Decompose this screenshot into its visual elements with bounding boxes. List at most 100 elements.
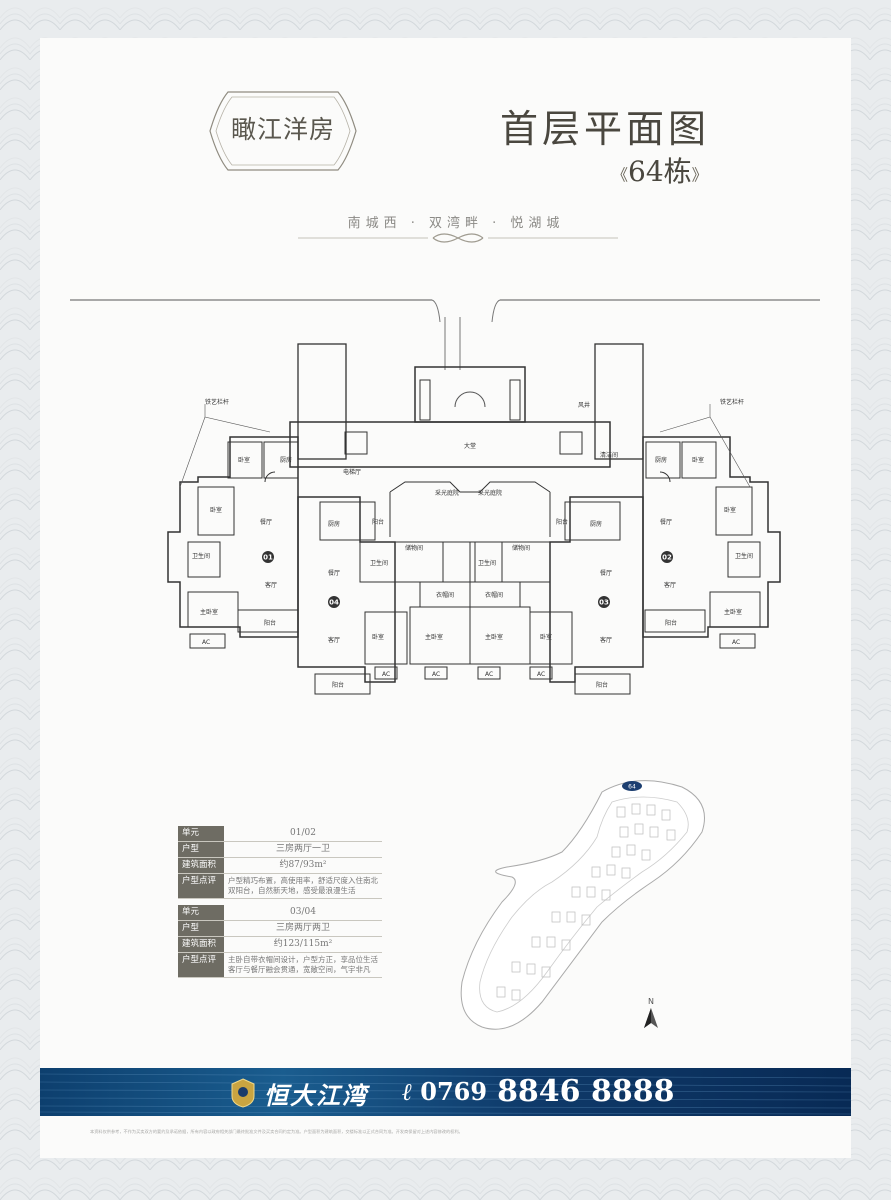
brand-logo: 恒大江湾 (230, 1073, 368, 1113)
tagline: 南城西 · 双湾畔 · 悦湖城 (347, 216, 565, 231)
label-ac-04a: AC (382, 671, 390, 678)
label-patio-left: 采光庭院 (435, 489, 459, 497)
label-bedroom-03: 卧室 (540, 633, 552, 641)
label-balcony-03: 阳台 (596, 681, 608, 689)
unit-04-number: 04 (329, 599, 339, 607)
label-balcony-04: 阳台 (332, 681, 344, 689)
ornament-right: 》 (691, 165, 708, 185)
row-label: 单元 (178, 826, 224, 841)
disclaimer-text: 本资料仅供参考，不作为买卖双方的要约及承诺依据，所有内容以政府相关部门最终批准文… (90, 1129, 463, 1134)
railing-label-left: 铁艺栏杆 (205, 398, 229, 406)
row-label: 建筑面积 (178, 937, 224, 952)
label-elevator-hall: 电梯厅 (343, 468, 361, 476)
label-balcony-02: 阳台 (665, 619, 677, 627)
row-value: 主卧自带衣帽间设计，户型方正，享品位生活客厅与餐厅融会贯通，宽敞空间，气宇非凡 (228, 955, 378, 974)
label-dining-02: 餐厅 (660, 518, 672, 526)
label-balcony-01: 阳台 (264, 619, 276, 627)
label-living-01: 客厅 (265, 581, 277, 589)
label-cleaning: 清洁间 (600, 451, 618, 459)
label-ac-01: AC (202, 639, 210, 646)
row-label: 户型 (178, 921, 224, 936)
label-bath-02: 卫生间 (735, 552, 753, 560)
label-kitchen-03: 厨房 (590, 520, 602, 528)
label-living-02: 客厅 (664, 581, 676, 589)
north-label: N (648, 997, 654, 1006)
area-code: 0769 (420, 1077, 488, 1106)
railing-label-right: 铁艺栏杆 (720, 398, 744, 406)
unit-block-0102: 单元 01/02 户型三房两厅一卫 建筑面积 约87/93m² 户型点评户型精巧布置… (178, 826, 382, 899)
label-ac-04b: AC (432, 671, 440, 678)
label-dining-01: 餐厅 (260, 518, 272, 526)
table-row: 户型三房两厅一卫 (178, 842, 382, 858)
label-living-03: 客厅 (600, 636, 612, 644)
label-wind-well: 风井 (578, 401, 590, 409)
logo-text: 瞰江洋房 (230, 115, 335, 144)
label-storage-03: 储物间 (512, 544, 530, 552)
label-bedroom-02a: 卧室 (692, 456, 704, 464)
label-kitchen-04: 厨房 (328, 520, 340, 528)
unit-01-number: 01 (263, 554, 273, 562)
phone-icon: ℓ (402, 1076, 413, 1106)
row-value: 三房两厅一卫 (275, 844, 330, 854)
brand-name: 恒大江湾 (264, 1080, 368, 1110)
label-ac-03a: AC (485, 671, 493, 678)
table-row: 建筑面积 约87/93m² (178, 858, 382, 874)
row-value: 约87/93m² (279, 860, 327, 870)
floor-plan: 01 04 03 02 铁艺栏杆 铁艺栏杆 大堂 电梯厅 风井 清洁间 采光庭院… (70, 299, 820, 695)
table-row: 户型点评主卧自带衣帽间设计，户型方正，享品位生活客厅与餐厅融会贯通，宽敞空间，气… (178, 953, 382, 978)
row-label: 户型点评 (178, 874, 224, 898)
label-balcony-04a: 阳台 (372, 518, 384, 526)
label-patio-right: 采光庭院 (478, 489, 502, 497)
row-label: 单元 (178, 905, 224, 920)
table-row: 单元 03/04 (178, 905, 382, 921)
table-row: 建筑面积 约123/115m² (178, 937, 382, 953)
row-label: 户型点评 (178, 953, 224, 977)
label-dining-04: 餐厅 (328, 569, 340, 577)
label-hall: 大堂 (464, 442, 476, 450)
row-value: 三房两厅两卫 (275, 923, 330, 933)
row-label: 建筑面积 (178, 858, 224, 873)
label-ac-03b: AC (537, 671, 545, 678)
row-value: 01/02 (290, 828, 316, 838)
contact-banner (40, 1068, 851, 1116)
unit-block-0304: 单元 03/04 户型 三房两厅两卫 建筑面积 约123/115m² 户型点评主卧自带… (178, 905, 382, 978)
unit-02-number: 02 (662, 554, 672, 562)
row-value: 户型精巧布置，高使用率，舒适尺度入住南北双阳台，自然新天地，感受最浪漫生活 (228, 876, 378, 895)
label-bedroom-01b: 卧室 (210, 506, 222, 514)
label-master-01: 主卧室 (200, 608, 218, 616)
label-master-02: 主卧室 (724, 608, 742, 616)
label-dining-03: 餐厅 (600, 569, 612, 577)
tagline-divider (298, 233, 618, 243)
label-storage-04: 储物间 (405, 544, 423, 552)
unit-03-number: 03 (599, 599, 609, 607)
north-arrow-icon: N (644, 997, 658, 1028)
label-kitchen-01: 厨房 (280, 456, 292, 464)
label-kitchen-02: 厨房 (655, 456, 667, 464)
hotline: ℓ 0769 8846 8888 (402, 1074, 675, 1109)
label-bedroom-04: 卧室 (372, 633, 384, 641)
banner-texture (40, 1073, 851, 1115)
label-ac-02: AC (732, 639, 740, 646)
label-bedroom-02b: 卧室 (724, 506, 736, 514)
label-bath-01: 卫生间 (192, 552, 210, 560)
row-value: 03/04 (290, 907, 316, 917)
building-label: 64栋 (628, 155, 692, 188)
label-master-04: 主卧室 (425, 633, 443, 641)
label-closet-04: 衣帽间 (436, 591, 454, 599)
table-row: 户型点评户型精巧布置，高使用率，舒适尺度入住南北双阳台，自然新天地，感受最浪漫生… (178, 874, 382, 899)
label-living-04: 客厅 (328, 636, 340, 644)
table-row: 单元 01/02 (178, 826, 382, 842)
table-row: 户型 三房两厅两卫 (178, 921, 382, 937)
building-number: 《64栋》 (612, 150, 708, 190)
site-plan-map: 64 (460, 780, 705, 1030)
row-value: 约123/115m² (273, 939, 333, 949)
page-title: 首层平面图 (500, 107, 711, 151)
label-bath-03: 卫生间 (478, 559, 496, 567)
ornament-left: 《 (612, 165, 629, 185)
phone-number: 8846 8888 (497, 1074, 675, 1109)
label-closet-03: 衣帽间 (485, 591, 503, 599)
poster-sheet (40, 38, 851, 1158)
label-master-03: 主卧室 (485, 633, 503, 641)
brand-emblem-icon (231, 1078, 255, 1108)
